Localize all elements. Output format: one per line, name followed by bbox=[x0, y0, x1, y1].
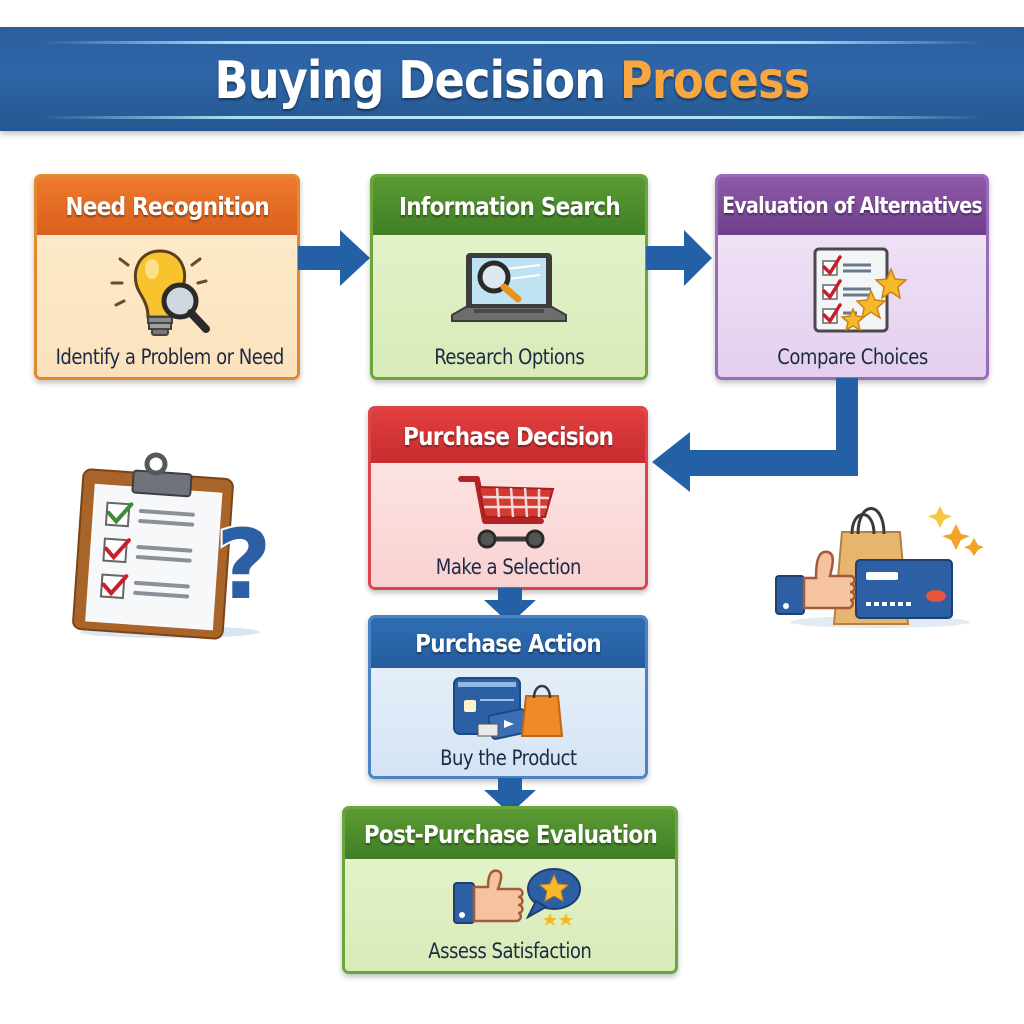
title-accent: Process bbox=[619, 51, 810, 111]
step-header: Purchase Decision bbox=[371, 409, 645, 463]
arrow-right-icon bbox=[298, 230, 370, 286]
shopping-cart-icon bbox=[458, 476, 555, 549]
step-need-recognition: Need Recognition Identify a Problem or N… bbox=[34, 174, 300, 380]
caption-text: Assess Satisfaction bbox=[428, 939, 592, 963]
step-purchase-action: Purchase Action Buy the Product bbox=[368, 615, 648, 779]
caption-text: Buy the Product bbox=[439, 746, 577, 770]
step-title: Post-Purchase Evaluation bbox=[363, 819, 657, 849]
caption-text: Research Options bbox=[433, 345, 585, 369]
caption-text: Compare Choices bbox=[776, 345, 928, 369]
checklist-stars-icon bbox=[813, 247, 908, 333]
arrow-right-icon bbox=[646, 230, 712, 286]
card-bag-icon bbox=[453, 677, 564, 740]
step-post-purchase-evaluation: Post-Purchase Evaluation Assess Satisfac… bbox=[342, 806, 678, 974]
thumbs-up-bag-card-icon bbox=[775, 506, 984, 628]
step-title: Evaluation of Alternatives bbox=[722, 193, 982, 219]
thumbs-up-review-icon bbox=[453, 868, 581, 926]
svg-text:?: ? bbox=[216, 509, 270, 621]
step-information-search: Information Search Research Options bbox=[370, 174, 648, 380]
step-caption: Assess Satisfaction bbox=[345, 939, 675, 963]
step-title: Purchase Action bbox=[415, 628, 602, 658]
arrow-down-icon bbox=[484, 588, 536, 624]
step-title: Purchase Decision bbox=[402, 421, 614, 451]
step-header: Purchase Action bbox=[371, 618, 645, 668]
step-caption: Identify a Problem or Need bbox=[37, 345, 297, 369]
step-purchase-decision: Purchase Decision Make a Selection bbox=[368, 406, 648, 590]
step-title: Information Search bbox=[398, 191, 620, 221]
lightbulb-magnifier-icon bbox=[110, 249, 210, 336]
step-header: Post-Purchase Evaluation bbox=[345, 809, 675, 859]
step-evaluation-of-alternatives: Evaluation of Alternatives Compare Choic… bbox=[715, 174, 989, 380]
step-header: Evaluation of Alternatives bbox=[718, 177, 986, 235]
caption-text: Make a Selection bbox=[435, 555, 581, 579]
step-caption: Buy the Product bbox=[371, 746, 645, 770]
caption-text: Identify a Problem or Need bbox=[55, 345, 285, 369]
title-banner: Buying Decision Process bbox=[0, 27, 1024, 131]
step-header: Need Recognition bbox=[37, 177, 297, 235]
arrow-down-icon bbox=[484, 778, 536, 814]
step-caption: Research Options bbox=[373, 345, 645, 369]
step-header: Information Search bbox=[373, 177, 645, 235]
arrow-elbow-left-icon bbox=[652, 378, 858, 492]
page-title: Buying Decision Process bbox=[72, 51, 953, 111]
laptop-search-icon bbox=[451, 253, 567, 322]
step-caption: Make a Selection bbox=[371, 555, 645, 579]
title-main: Buying Decision bbox=[214, 51, 606, 111]
clipboard-question-icon: ? bbox=[72, 452, 270, 640]
step-caption: Compare Choices bbox=[718, 345, 986, 369]
step-title: Need Recognition bbox=[65, 191, 269, 221]
